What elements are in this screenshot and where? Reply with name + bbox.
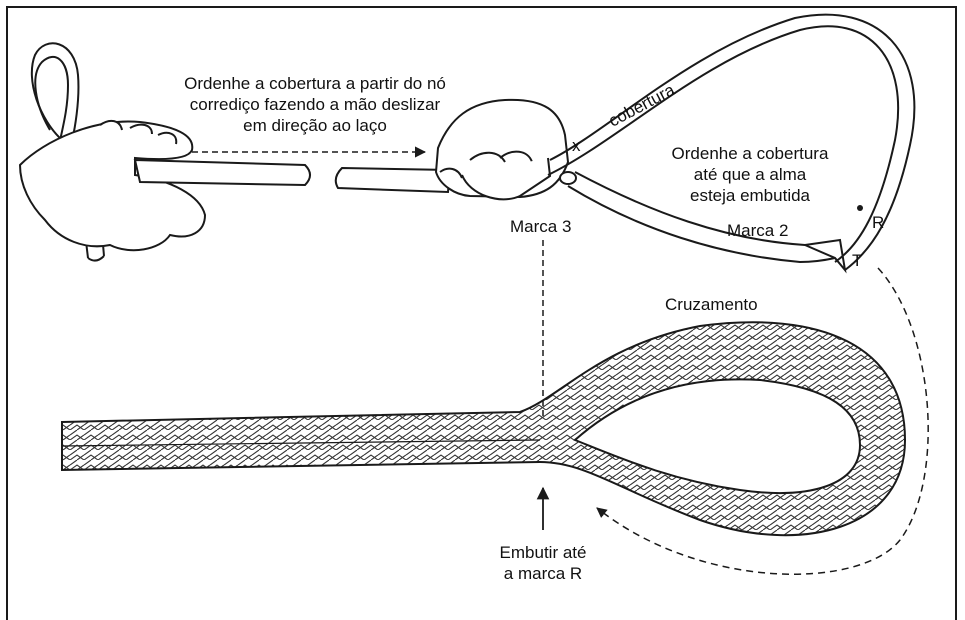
rope-segment-middle xyxy=(336,168,450,192)
left-hand xyxy=(20,121,205,250)
crossing-label: Cruzamento xyxy=(665,294,758,315)
bury-label: Embutir até a marca R xyxy=(478,542,608,584)
mark2-label: Marca 2 xyxy=(727,220,788,241)
mark-r-dot xyxy=(857,205,863,211)
mark3-label: Marca 3 xyxy=(510,216,571,237)
x-mark-label: x xyxy=(572,135,581,156)
mark-r-label: R xyxy=(872,212,884,233)
rope-segment-left xyxy=(135,160,310,185)
milk-instruction-label: Ordenhe a cobertura a partir do nó corre… xyxy=(140,73,490,136)
mark-t-label: T xyxy=(852,250,862,271)
braided-eye-splice xyxy=(62,322,905,535)
milk-until-label: Ordenhe a cobertura até que a alma estej… xyxy=(645,143,855,206)
